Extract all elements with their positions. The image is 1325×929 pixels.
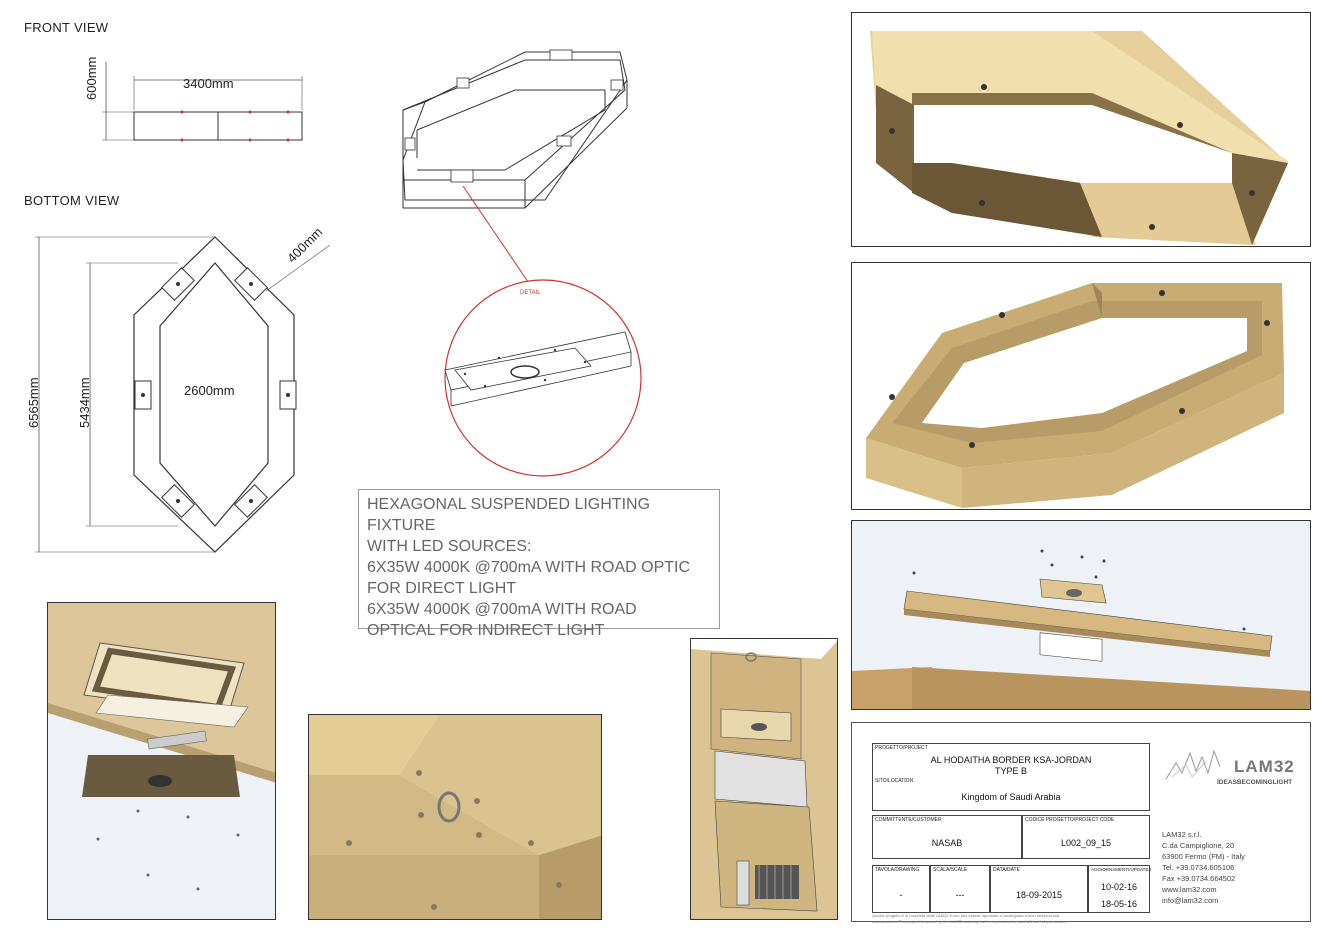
company-address-2: 63900 Fermo (FM) - Italy (1162, 852, 1245, 861)
project-type: TYPE B (994, 766, 1027, 776)
note-line-3: 6X35W 4000K @700mA WITH ROAD OPTIC (367, 559, 691, 576)
logo-text: LAM32 (1234, 757, 1295, 776)
bottom-view-label: BOTTOM VIEW (24, 193, 120, 208)
front-width-dimension: 3400mm (183, 76, 234, 91)
company-contacts: LAM32 s.r.l. C.da Campiglione, 20 63900 … (1162, 829, 1245, 906)
updates-caption: AGGIORNAMENTI/UPDATES (1091, 867, 1152, 872)
company-fax: Fax +39.0734.664502 (1162, 874, 1236, 883)
company-tel: Tel. +39.0734.605106 (1162, 863, 1235, 872)
project-code-value: L002_09_15 (1060, 838, 1112, 848)
front-view-drawing (102, 62, 303, 142)
updates-cell: AGGIORNAMENTI/UPDATES 10-02-16 18-05-16 (1088, 865, 1152, 913)
note-line-1: HEXAGONAL SUSPENDED LIGHTING FIXTURE (367, 496, 651, 534)
disclaimer-line-2: autorizzazione/This project is owned by … (872, 919, 1066, 924)
note-line-4: FOR DIRECT LIGHT (367, 580, 517, 597)
drawing-caption: TAVOLA/DRAWING (875, 867, 920, 873)
fixture-description-box: HEXAGONAL SUSPENDED LIGHTING FIXTURE WIT… (358, 489, 720, 639)
date-cell: DATA/DATE 18-09-2015 (990, 865, 1088, 913)
render-panel-bottom-left (47, 602, 276, 920)
project-code-caption: CODICE PROGETTO/PROJECT CODE (1025, 817, 1115, 823)
drawing-value: - (899, 890, 903, 900)
project-cell: PROGETTO/PROJECT AL HODAITHA BORDER KSA-… (872, 743, 1150, 811)
isometric-wireframe (402, 49, 642, 477)
bottom-inner-length-dimension: 5434mm (77, 377, 92, 428)
project-caption: PROGETTO/PROJECT (875, 745, 928, 751)
note-line-2: WITH LED SOURCES: (367, 538, 532, 555)
customer-value: NASAB (931, 838, 963, 848)
detail-label: DETAIL (520, 290, 541, 296)
lam32-logo-icon (1165, 749, 1221, 780)
logo-tagline: IDEASBECOMINGLIGHT (1217, 779, 1293, 786)
date-value: 18-09-2015 (1015, 890, 1063, 900)
front-height-dimension: 600mm (84, 56, 99, 100)
bottom-width-dimension: 2600mm (184, 383, 235, 398)
project-code-cell: CODICE PROGETTO/PROJECT CODE L002_09_15 (1022, 815, 1150, 859)
render-panel-middle (851, 262, 1311, 510)
location-value: Kingdom of Saudi Arabia (961, 792, 1061, 802)
scale-cell: SCALA/SCALE --- (930, 865, 990, 913)
project-name: AL HODAITHA BORDER KSA-JORDAN (930, 755, 1092, 765)
scale-value: --- (955, 890, 965, 900)
update-1: 10-02-16 (1100, 882, 1138, 892)
note-line-6: OPTICAL FOR INDIRECT LIGHT (367, 622, 605, 639)
render-panel-bottom-right (690, 638, 838, 920)
ownership-disclaimer: Questo progetto è di proprietà della LAM… (872, 913, 1162, 925)
bottom-view-drawing (35, 236, 330, 553)
front-view-label: FRONT VIEW (24, 20, 109, 35)
location-caption: SITO/LOCATION (875, 778, 914, 784)
render-panel-exploded (851, 520, 1311, 710)
drawing-cell: TAVOLA/DRAWING - (872, 865, 930, 913)
company-address-1: C.da Campiglione, 20 (1162, 841, 1235, 850)
date-caption: DATA/DATE (993, 867, 1020, 873)
disclaimer-line-1: Questo progetto è di proprietà della LAM… (872, 913, 1060, 918)
company-name: LAM32 s.r.l. (1162, 830, 1202, 839)
company-web: www.lam32.com (1162, 885, 1217, 894)
customer-cell: COMMITTENTE/CUSTOMER NASAB (872, 815, 1022, 859)
company-email: info@lam32.com (1162, 896, 1219, 905)
scale-caption: SCALA/SCALE (933, 867, 968, 873)
bottom-outer-length-dimension: 6565mm (26, 377, 41, 428)
customer-caption: COMMITTENTE/CUSTOMER (875, 817, 942, 823)
render-panel-bottom-center (308, 714, 602, 920)
note-line-5: 6X35W 4000K @700mA WITH ROAD (367, 601, 637, 618)
update-2: 18-05-16 (1100, 899, 1138, 909)
render-panel-top (851, 12, 1311, 247)
title-block: PROGETTO/PROJECT AL HODAITHA BORDER KSA-… (851, 722, 1311, 925)
